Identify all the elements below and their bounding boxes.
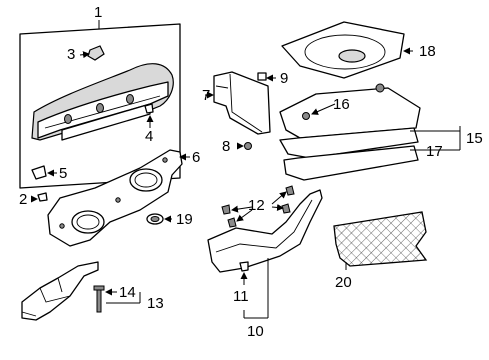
callout-11: 11	[233, 288, 249, 305]
side-trim-block	[205, 71, 271, 135]
item-3-clip	[79, 45, 105, 61]
load-floor-panel	[279, 83, 421, 139]
callout-14: 14	[119, 284, 136, 301]
speaker-baffle-panel	[47, 149, 190, 247]
callout-6: 6	[192, 149, 200, 166]
item-5-clip	[31, 165, 57, 180]
callout-15: 15	[466, 130, 483, 147]
package-shelf-panel	[31, 63, 174, 141]
floor-mat	[279, 126, 461, 181]
item-11-clip	[239, 258, 269, 319]
callout-18: 18	[419, 43, 436, 60]
callout-12: 12	[248, 197, 265, 214]
callout-17: 17	[426, 143, 443, 160]
item-2-clip	[31, 192, 48, 203]
callout-7: 7	[202, 87, 210, 104]
item-4-clip	[144, 103, 154, 128]
callout-4: 4	[145, 128, 153, 145]
item-19-grommet	[146, 213, 172, 225]
cargo-net	[333, 211, 428, 270]
callout-10: 10	[247, 323, 264, 340]
callout-1: 1	[94, 4, 102, 21]
item-12-clips	[221, 185, 295, 228]
item-14-bolt	[93, 285, 141, 313]
item-8-fastener	[237, 142, 252, 150]
callout-13: 13	[147, 295, 164, 312]
spare-tire-cover	[281, 21, 413, 79]
callout-5: 5	[59, 165, 67, 182]
callout-20: 20	[335, 274, 352, 291]
callout-8: 8	[222, 138, 230, 155]
item-9-fastener	[257, 72, 276, 82]
trim-bracket	[21, 261, 99, 321]
callout-16: 16	[333, 96, 350, 113]
callout-2: 2	[19, 191, 27, 208]
callout-9: 9	[280, 70, 288, 87]
callout-3: 3	[67, 46, 75, 63]
quarter-trim-panel	[207, 189, 323, 273]
callout-19: 19	[176, 211, 193, 228]
